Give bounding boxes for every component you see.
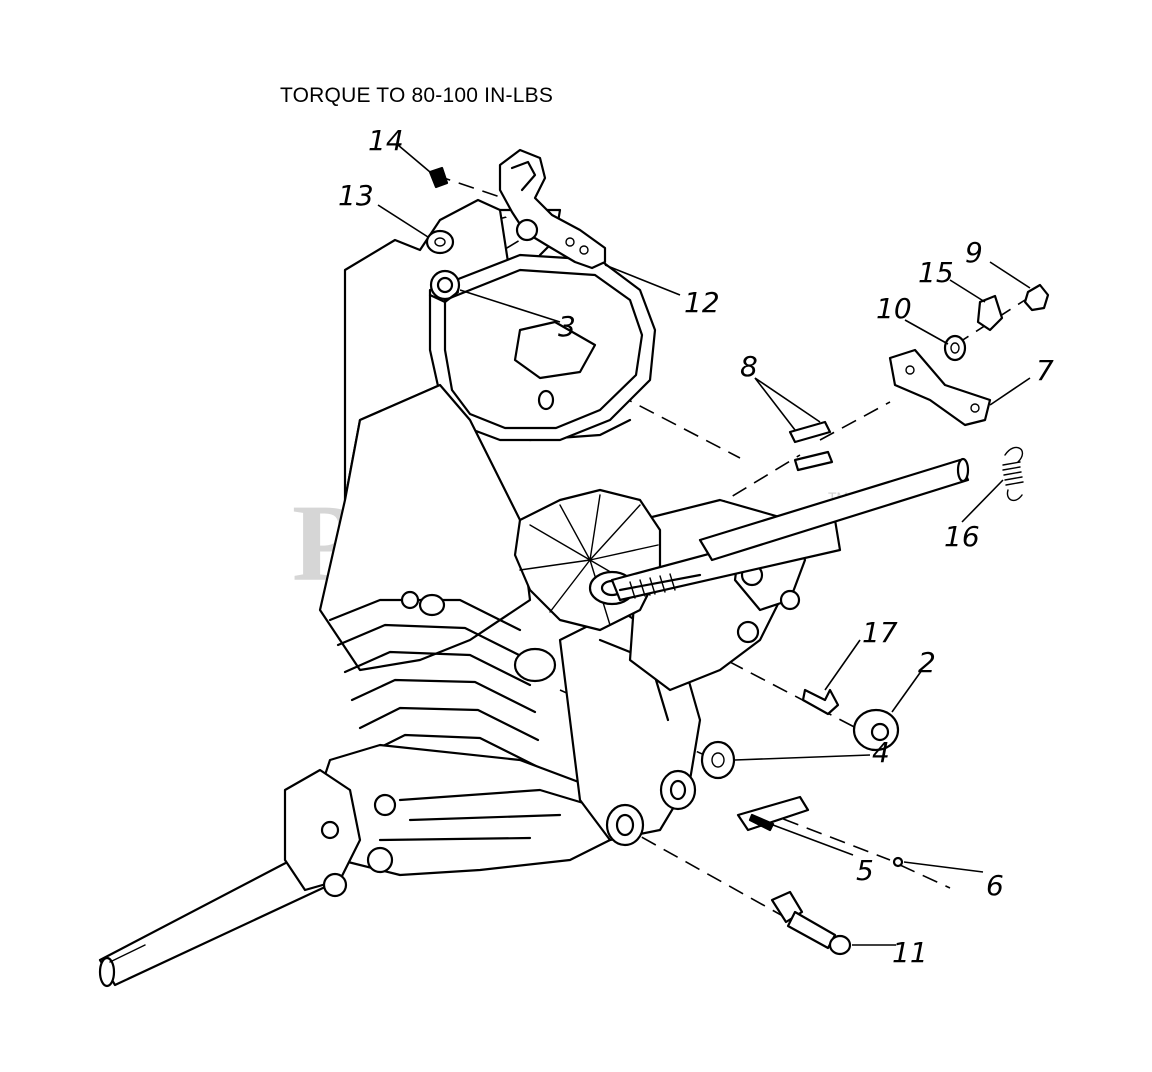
leader-lines <box>377 144 1031 946</box>
part-7-bracket <box>888 348 992 427</box>
part-2-washer <box>852 708 900 752</box>
callout-9: 9 <box>965 236 983 269</box>
callout-12: 12 <box>684 286 720 319</box>
callout-labels: 14 13 12 3 9 15 10 7 8 16 17 2 4 5 6 11 <box>338 124 1054 969</box>
callout-15: 15 <box>918 256 954 289</box>
part-15-clip <box>976 294 1004 332</box>
part-14-screw <box>428 166 449 189</box>
callout-8: 8 <box>740 350 758 383</box>
part-11-fitting <box>770 890 852 956</box>
callout-14: 14 <box>368 124 404 157</box>
part-17-bolt <box>801 688 840 716</box>
part-13-nut <box>425 229 455 255</box>
callout-7: 7 <box>1036 354 1054 387</box>
fan-pulley <box>513 488 662 632</box>
callout-2: 2 <box>918 646 936 679</box>
torque-note: TORQUE TO 80-100 IN-LBS <box>280 84 554 107</box>
callout-3: 3 <box>558 310 576 343</box>
part-4-spacer <box>700 740 736 780</box>
part-8-pins <box>788 420 834 472</box>
transaxle-housing <box>98 198 970 988</box>
part-6-ball <box>892 856 904 868</box>
callout-4: 4 <box>872 736 890 769</box>
part-10-washer <box>943 334 967 362</box>
callout-17: 17 <box>862 616 898 649</box>
callout-13: 13 <box>338 179 374 212</box>
callout-11: 11 <box>892 936 928 969</box>
callout-10: 10 <box>876 292 912 325</box>
right-shaft <box>698 458 970 562</box>
callout-6: 6 <box>986 869 1004 902</box>
part-5-plate <box>736 795 810 832</box>
input-shaft <box>610 518 842 602</box>
part-16-spring <box>1002 446 1024 502</box>
callout-16: 16 <box>944 520 980 553</box>
part-3-bearing <box>428 269 461 304</box>
part-12-shift-arm <box>498 148 607 270</box>
part-9-nut <box>1023 283 1050 312</box>
callout-5: 5 <box>856 854 874 887</box>
